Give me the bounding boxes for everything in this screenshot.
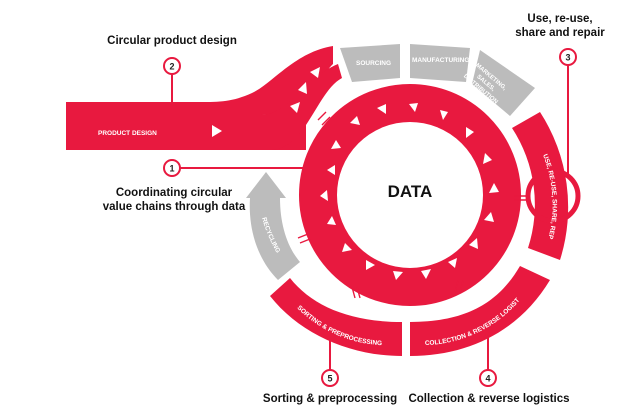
marker-3: 3 [559,48,577,66]
leader-lines [171,65,569,370]
marker-1: 1 [163,159,181,177]
caption-4: Collection & reverse logistics [408,393,570,405]
segment-collection [410,266,550,356]
svg-text:2: 2 [169,62,174,72]
exchange-arrows-icon [297,111,526,299]
segment-sorting [270,278,402,356]
marker-2: 2 [163,57,181,75]
product-design-connector [260,64,342,150]
segment-sourcing [340,44,400,82]
marker-5: 5 [321,369,339,387]
data-ring [299,84,521,306]
label-product-design: PRODUCT DESIGN [98,130,157,137]
use-repair-loop [525,168,581,224]
label-manufacturing: MANUFACTURING [412,57,469,64]
segment-recycling [249,198,300,280]
center-label: DATA [387,182,433,201]
segment-manufacturing [410,44,470,82]
outer-track-arrows [212,67,320,137]
marker-4: 4 [479,369,497,387]
caption-3: Use, re-use, share and repair [500,12,620,40]
caption-5: Sorting & preprocessing [262,393,398,405]
caption-2: Circular product design [107,35,237,47]
caption-1-line-2: value chains through data [102,201,246,213]
svg-text:4: 4 [485,374,490,384]
inner-ring-arrows [320,103,499,280]
product-design-bar [66,46,333,115]
svg-text:5: 5 [327,374,332,384]
segment-marketing [472,50,535,116]
svg-text:1: 1 [169,164,174,174]
caption-1-line-1: Coordinating circular [115,187,233,199]
caption-1: Coordinating circular value chains throu… [74,186,274,214]
caption-3-line-1: Use, re-use, [527,13,593,25]
svg-text:3: 3 [565,53,570,63]
recycling-arrow-icon [246,172,286,198]
caption-3-line-2: share and repair [515,27,605,39]
label-sourcing: SOURCING [356,60,391,67]
